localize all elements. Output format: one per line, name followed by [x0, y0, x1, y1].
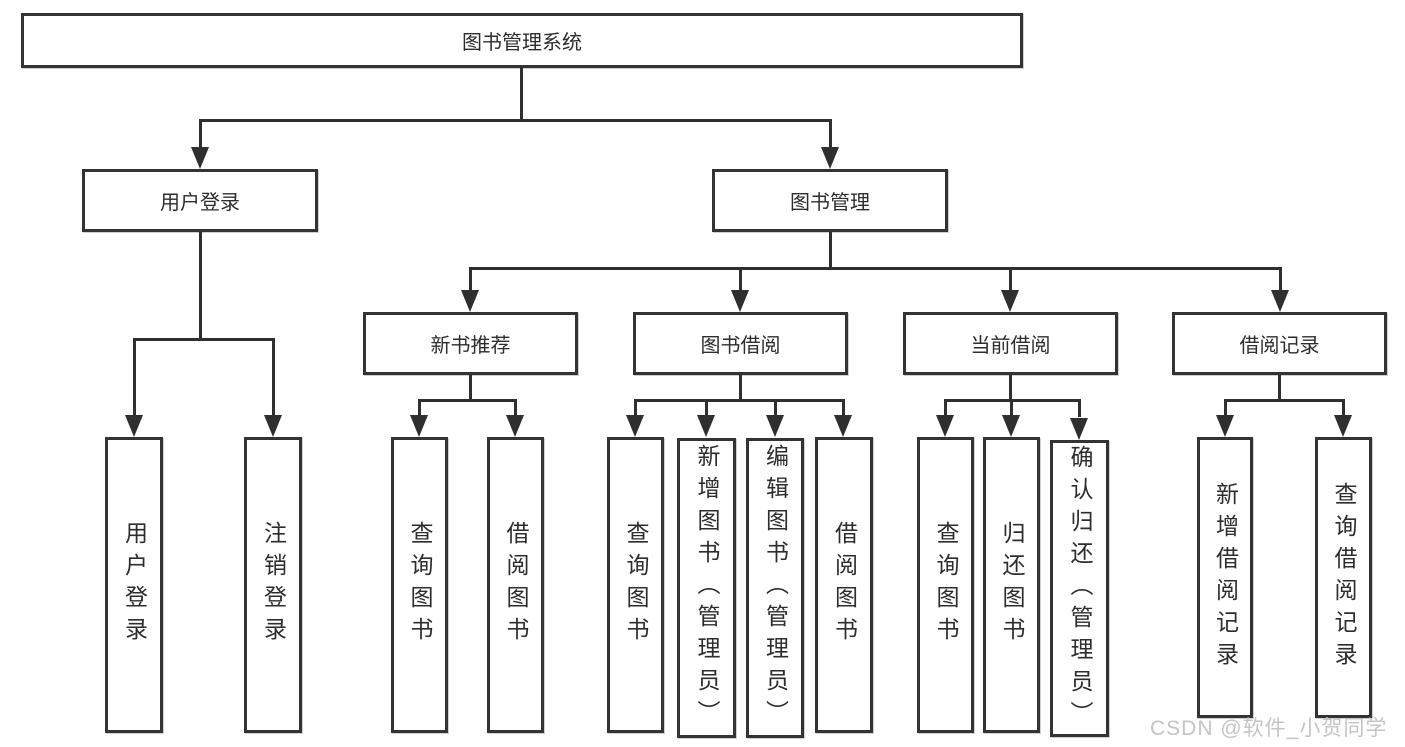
connector-line — [1078, 399, 1081, 417]
connector-line — [1342, 399, 1345, 417]
leaf-bb-add-book: 新增图书（管理员） — [677, 438, 736, 738]
leaf-cb-query-book-label: 查询图书 — [933, 521, 959, 649]
arrowhead-icon — [1334, 415, 1352, 437]
arrowhead-icon — [936, 415, 954, 437]
node-book-borrow-label: 图书借阅 — [700, 335, 781, 357]
connector-line — [634, 399, 845, 402]
connector-line — [1224, 399, 1227, 417]
connector-line — [739, 375, 742, 402]
connector-line — [469, 267, 1281, 270]
node-borrow-records-label: 借阅记录 — [1239, 335, 1320, 357]
leaf-cb-confirm-return: 确认归还（管理员） — [1050, 440, 1109, 737]
leaf-nbr-borrow-book: 借阅图书 — [487, 437, 544, 733]
node-user-login-label: 用户登录 — [160, 192, 240, 214]
arrowhead-icon — [1271, 290, 1289, 312]
leaf-user-login-label: 用户登录 — [121, 521, 148, 649]
leaf-bb-query-book-label: 查询图书 — [623, 521, 649, 649]
connector-line — [469, 267, 472, 292]
node-current-borrow: 当前借阅 — [903, 312, 1118, 375]
connector-line — [1009, 267, 1012, 292]
leaf-user-login: 用户登录 — [105, 437, 163, 733]
connector-line — [199, 232, 202, 341]
leaf-logout: 注销登录 — [244, 437, 302, 733]
connector-line — [634, 399, 637, 417]
arrowhead-icon — [506, 415, 524, 437]
arrowhead-icon — [1216, 415, 1234, 437]
node-borrow-records: 借阅记录 — [1172, 312, 1387, 375]
node-root: 图书管理系统 — [21, 13, 1023, 68]
node-new-book-recommend: 新书推荐 — [363, 312, 578, 375]
node-current-borrow-label: 当前借阅 — [970, 335, 1051, 357]
connector-line — [705, 399, 708, 417]
connector-line — [739, 267, 742, 292]
leaf-br-add-record: 新增借阅记录 — [1197, 437, 1253, 718]
connector-line — [829, 119, 832, 149]
connector-line — [514, 399, 517, 417]
arrowhead-icon — [410, 415, 428, 437]
arrowhead-icon — [821, 147, 839, 169]
leaf-cb-return-book: 归还图书 — [983, 437, 1040, 733]
leaf-br-query-record-label: 查询借阅记录 — [1331, 481, 1357, 674]
node-book-management-label: 图书管理 — [790, 192, 870, 214]
node-book-borrow: 图书借阅 — [633, 312, 848, 375]
leaf-bb-add-book-label: 新增图书（管理员） — [694, 444, 720, 732]
arrowhead-icon — [461, 290, 479, 312]
leaf-nbr-query-book-label: 查询图书 — [407, 521, 433, 649]
connector-line — [944, 399, 947, 417]
watermark: CSDN @软件_小贺同学 — [1150, 717, 1388, 740]
connector-line — [133, 338, 275, 341]
node-book-management: 图书管理 — [712, 169, 948, 232]
arrowhead-icon — [697, 415, 715, 437]
arrowhead-icon — [626, 415, 644, 437]
connector-line — [1009, 375, 1012, 402]
connector-line — [133, 338, 136, 417]
arrowhead-icon — [1070, 418, 1088, 440]
leaf-cb-confirm-return-label: 确认归还（管理员） — [1067, 444, 1093, 733]
connector-line — [418, 399, 516, 402]
arrowhead-icon — [834, 415, 852, 437]
leaf-cb-query-book: 查询图书 — [917, 437, 974, 733]
leaf-cb-return-book-label: 归还图书 — [999, 521, 1025, 649]
connector-line — [1224, 399, 1344, 402]
connector-line — [272, 338, 275, 417]
leaf-bb-borrow-book: 借阅图书 — [815, 437, 873, 733]
leaf-bb-edit-book: 编辑图书（管理员） — [746, 438, 804, 738]
arrowhead-icon — [191, 147, 209, 169]
leaf-br-query-record: 查询借阅记录 — [1315, 437, 1372, 718]
leaf-br-add-record-label: 新增借阅记录 — [1212, 481, 1239, 674]
node-user-login: 用户登录 — [82, 169, 318, 232]
connector-line — [1279, 267, 1282, 292]
arrowhead-icon — [264, 415, 282, 437]
leaf-logout-label: 注销登录 — [260, 521, 287, 649]
connector-line — [199, 119, 832, 122]
connector-line — [842, 399, 845, 417]
connector-line — [418, 399, 421, 417]
connector-line — [774, 399, 777, 417]
node-root-label: 图书管理系统 — [462, 32, 582, 54]
leaf-bb-query-book: 查询图书 — [607, 437, 664, 733]
arrowhead-icon — [731, 290, 749, 312]
arrowhead-icon — [125, 415, 143, 437]
connector-line — [829, 232, 832, 270]
connector-line — [199, 119, 202, 149]
arrowhead-icon — [766, 415, 784, 437]
arrowhead-icon — [1001, 290, 1019, 312]
leaf-nbr-borrow-book-label: 借阅图书 — [503, 521, 529, 649]
connector-line — [469, 375, 472, 402]
leaf-bb-edit-book-label: 编辑图书（管理员） — [762, 444, 789, 732]
connector-line — [1010, 399, 1013, 417]
leaf-nbr-query-book: 查询图书 — [391, 437, 448, 733]
arrowhead-icon — [1002, 415, 1020, 437]
connector-line — [1278, 375, 1281, 402]
connector-line — [520, 68, 523, 122]
node-new-book-recommend-label: 新书推荐 — [430, 335, 511, 357]
leaf-bb-borrow-book-label: 借阅图书 — [831, 521, 858, 649]
